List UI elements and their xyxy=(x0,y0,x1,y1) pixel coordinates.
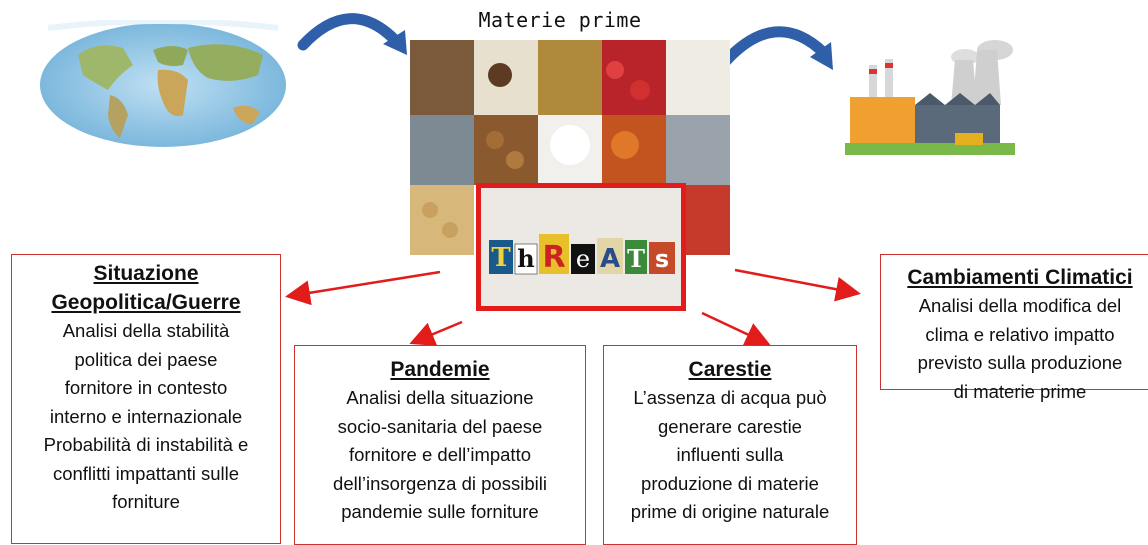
arrow-to-climate xyxy=(734,268,861,302)
arrow-globe-to-materials xyxy=(297,13,407,55)
threats-letter-7: s xyxy=(655,245,669,273)
geopolitics-box: Situazione Geopolitica/Guerre Analisi de… xyxy=(11,254,281,544)
famines-box: Carestie L’assenza di acqua può generare… xyxy=(603,345,857,545)
famines-body: L’assenza di acqua può generare carestie… xyxy=(630,387,830,522)
arrow-to-pandemics xyxy=(409,320,463,346)
arrow-to-famines xyxy=(701,311,771,346)
pandemics-title: Pandemie xyxy=(390,358,490,381)
factory-image xyxy=(845,35,1015,155)
pandemics-box: Pandemie Analisi della situazione socio-… xyxy=(294,345,586,545)
geopolitics-title: Situazione Geopolitica/Guerre xyxy=(51,262,241,314)
threats-letter-3: R xyxy=(542,240,565,275)
threats-image: T h R e A T s xyxy=(476,183,686,311)
arrow-materials-to-factory xyxy=(719,26,833,70)
world-map-image xyxy=(38,18,288,150)
climate-body: Analisi della modifica del clima e relat… xyxy=(917,295,1123,402)
threats-letter-5: A xyxy=(600,244,620,274)
threats-letter-4: e xyxy=(576,245,590,273)
threats-letter-2: h xyxy=(517,244,534,273)
climate-box: Cambiamenti Climatici Analisi della modi… xyxy=(880,254,1148,402)
geopolitics-body: Analisi della stabilità politica dei pae… xyxy=(43,320,249,512)
famines-title: Carestie xyxy=(688,358,772,381)
threats-letter-1: T xyxy=(491,243,511,273)
climate-title: Cambiamenti Climatici xyxy=(907,266,1133,289)
pandemics-body: Analisi della situazione socio-sanitaria… xyxy=(333,387,547,522)
threats-letter-6: T xyxy=(627,244,645,273)
arrow-to-geopolitics xyxy=(285,270,441,306)
raw-materials-collage xyxy=(410,40,730,255)
diagram-title: Materie prime xyxy=(478,8,642,32)
